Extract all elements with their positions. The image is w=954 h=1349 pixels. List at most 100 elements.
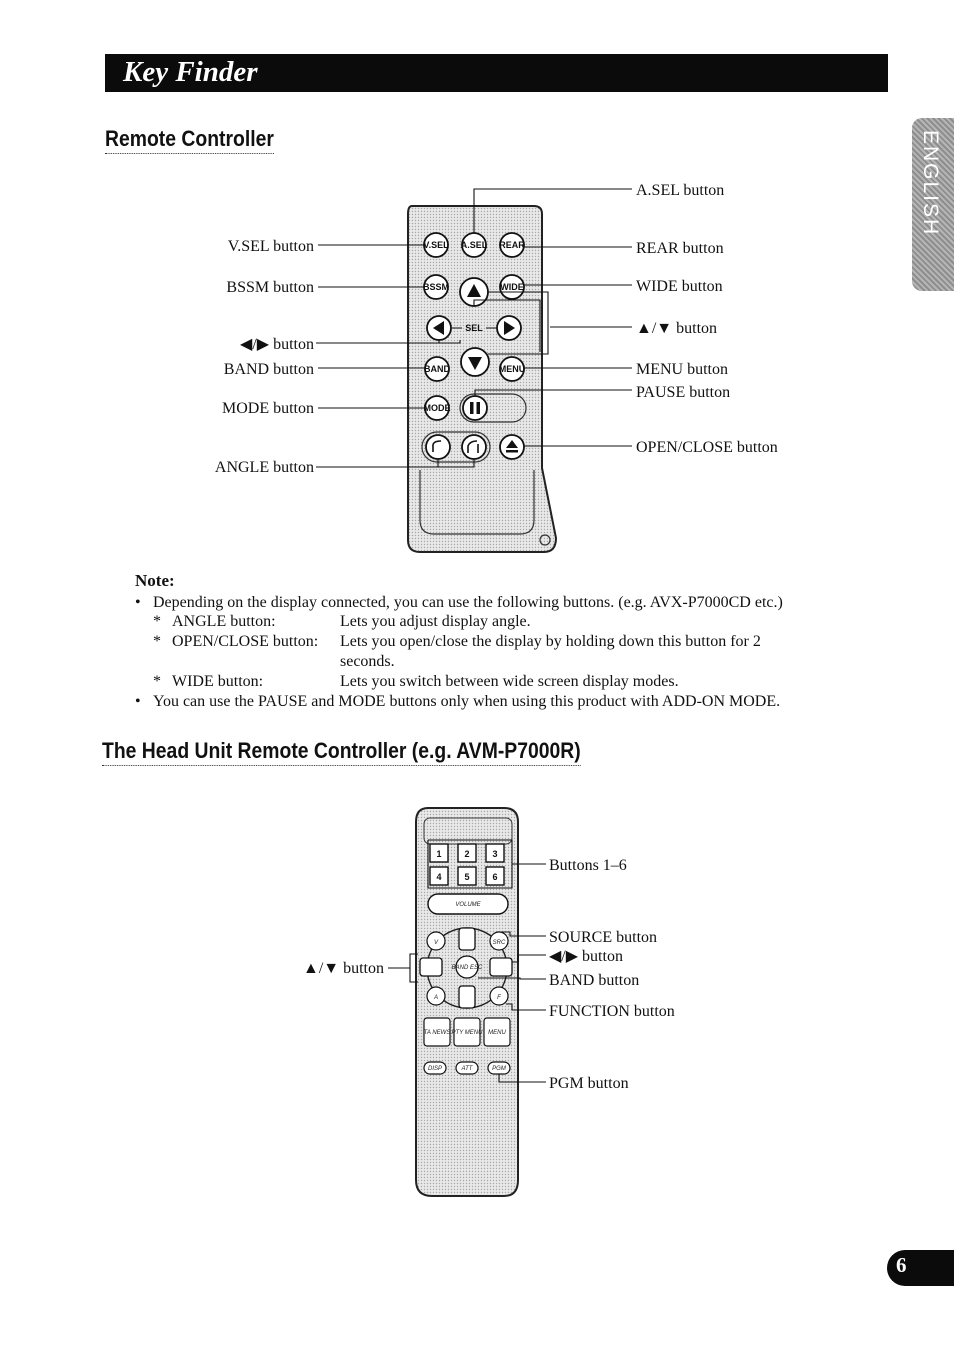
pty-menu-label: PTY MENU xyxy=(452,1030,484,1036)
vsel-button[interactable]: V.SEL xyxy=(423,232,449,258)
openclose-callout: OPEN/CLOSE button xyxy=(636,439,778,456)
menu-label: MENU xyxy=(488,1030,506,1036)
note-bullet-2-text: You can use the PAUSE and MODE buttons o… xyxy=(153,693,781,710)
note-item-name: OPEN/CLOSE button: xyxy=(172,633,319,650)
band-esc-button[interactable]: BAND ESC xyxy=(452,955,483,979)
up-arrow-icon xyxy=(467,284,481,297)
menu-button[interactable]: MENU xyxy=(499,356,526,382)
source-button-label: SRC xyxy=(493,940,506,946)
number-key-1-label: 1 xyxy=(436,849,441,859)
band-esc-label: BAND ESC xyxy=(452,965,483,971)
pty-menu-button[interactable]: PTY MENU xyxy=(452,1017,484,1047)
number-key-2-label: 2 xyxy=(464,849,469,859)
pgm-label: PGM xyxy=(492,1066,506,1072)
number-key-4[interactable]: 4 xyxy=(429,866,449,886)
band-button[interactable]: BAND xyxy=(424,356,450,382)
asel-button-label: A.SEL xyxy=(461,240,488,250)
pause-button[interactable] xyxy=(462,395,488,421)
rear-button-label: REAR xyxy=(499,240,525,250)
number-key-6[interactable]: 6 xyxy=(485,866,505,886)
left-button[interactable] xyxy=(426,315,452,341)
att-button[interactable]: ATT xyxy=(455,1061,479,1075)
note-item-name: ANGLE button: xyxy=(172,613,276,630)
number-key-3[interactable]: 3 xyxy=(485,843,505,863)
disp-label: DISP xyxy=(428,1066,442,1072)
pause-callout: PAUSE button xyxy=(636,384,730,401)
pgm-button[interactable]: PGM xyxy=(487,1061,511,1075)
page-title: Key Finder xyxy=(123,56,258,88)
function-callout: FUNCTION button xyxy=(549,1003,675,1020)
menu-button[interactable]: MENU xyxy=(483,1017,511,1047)
volume-label: VOLUME xyxy=(455,902,481,908)
band-callout: BAND button xyxy=(549,972,639,989)
note-item-desc: Lets you adjust display angle. xyxy=(340,613,531,630)
disp-button[interactable]: DISP xyxy=(423,1061,447,1075)
eject-icon xyxy=(506,440,518,448)
ta-news-button[interactable]: TA NEWS xyxy=(423,1017,451,1047)
language-tab-label: ENGLISH xyxy=(919,130,942,237)
function-button[interactable]: F xyxy=(489,986,509,1006)
buttons16-callout: Buttons 1–6 xyxy=(549,857,627,874)
leftright-callout: ◀/▶ button xyxy=(549,948,623,965)
note-item-desc: Lets you switch between wide screen disp… xyxy=(340,673,679,690)
number-key-5[interactable]: 5 xyxy=(457,866,477,886)
bssm-callout: BSSM button xyxy=(226,279,314,296)
note-item-desc-cont: seconds. xyxy=(340,653,395,670)
angle-callout: ANGLE button xyxy=(215,459,314,476)
wide-callout: WIDE button xyxy=(636,278,723,295)
down-arrow-icon xyxy=(468,357,482,370)
updown-callout: ▲/▼ button xyxy=(636,320,717,337)
left-button[interactable] xyxy=(419,957,443,977)
note-bullet-2: • xyxy=(135,693,141,710)
number-key-1[interactable]: 1 xyxy=(429,843,449,863)
number-key-2[interactable]: 2 xyxy=(457,843,477,863)
a-button[interactable]: A xyxy=(426,986,446,1006)
leftright-callout: ◀/▶ button xyxy=(240,336,314,353)
note-item-name: WIDE button: xyxy=(172,673,264,690)
pause-icon xyxy=(470,402,474,414)
sel-label: SEL xyxy=(465,323,483,333)
vsel-callout: V.SEL button xyxy=(228,238,314,255)
left-arrow-icon xyxy=(433,321,444,335)
angle-down-icon xyxy=(432,440,442,452)
rear-button[interactable]: REAR xyxy=(499,232,525,258)
asel-callout: A.SEL button xyxy=(636,182,724,199)
v-button-label: V xyxy=(434,940,439,946)
updown-callout: ▲/▼ button xyxy=(303,960,384,977)
note-star: * xyxy=(153,633,161,650)
down-button[interactable] xyxy=(460,347,490,377)
rear-callout: REAR button xyxy=(636,240,724,257)
right-button[interactable] xyxy=(489,957,513,977)
note-bullet-1: • xyxy=(135,594,141,611)
language-tab: ENGLISH xyxy=(912,118,954,291)
bssm-button-label: BSSM xyxy=(423,282,449,292)
ta-news-label: TA NEWS xyxy=(424,1030,451,1036)
wide-button[interactable]: WIDE xyxy=(499,274,525,300)
remote-controller-heading: Remote Controller xyxy=(105,126,274,154)
v-button[interactable]: V xyxy=(426,931,446,951)
head-unit-heading: The Head Unit Remote Controller (e.g. AV… xyxy=(102,738,581,766)
number-key-3-label: 3 xyxy=(492,849,497,859)
down-button[interactable] xyxy=(458,985,476,1009)
page-number-tab: 6 xyxy=(887,1250,954,1286)
number-key-6-label: 6 xyxy=(492,872,497,882)
a-button-label: A xyxy=(433,995,438,1001)
right-button[interactable] xyxy=(496,315,522,341)
number-key-5-label: 5 xyxy=(464,872,469,882)
open-close-button[interactable] xyxy=(499,434,525,460)
note-bullet-1-text: Depending on the display connected, you … xyxy=(153,594,783,611)
number-key-4-label: 4 xyxy=(436,872,441,882)
menu-button-label: MENU xyxy=(499,364,526,374)
up-button[interactable] xyxy=(458,927,476,951)
att-label: ATT xyxy=(461,1066,474,1072)
key-finder-banner: Key Finder xyxy=(105,54,888,92)
right-arrow-icon xyxy=(504,321,515,335)
menu-callout: MENU button xyxy=(636,361,728,378)
volume-rocker[interactable]: VOLUME xyxy=(427,893,509,915)
pgm-callout: PGM button xyxy=(549,1075,629,1092)
note-item-desc: Lets you open/close the display by holdi… xyxy=(340,633,761,650)
source-button[interactable]: SRC xyxy=(489,931,509,951)
band-callout: BAND button xyxy=(224,361,314,378)
